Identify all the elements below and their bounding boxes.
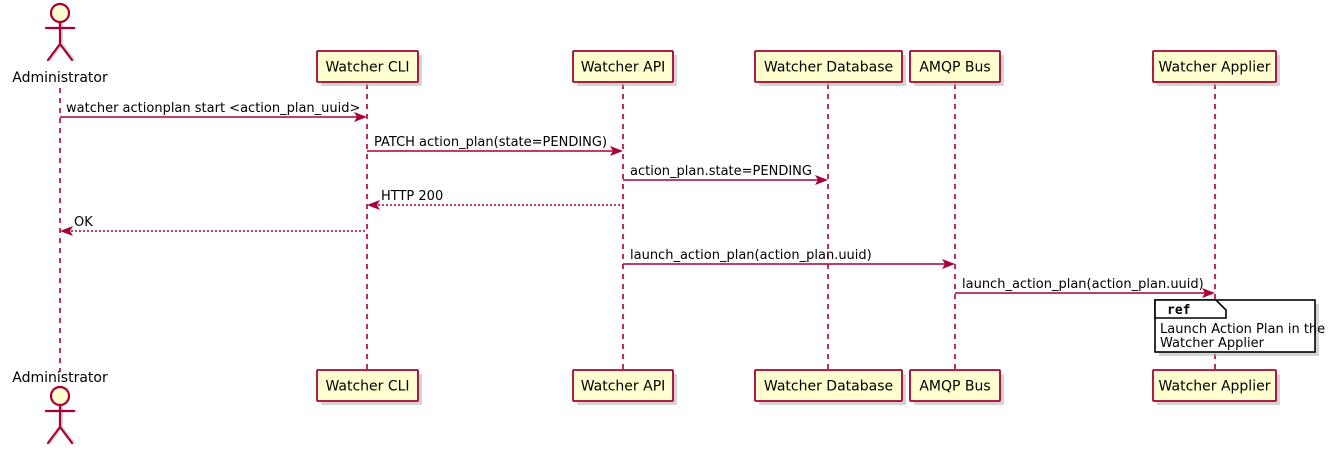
participant-label-watcher-database-top: Watcher Database [764,60,893,76]
participant-box-amqp-bus-top[interactable]: AMQP Bus [909,50,1004,86]
ref-fragment[interactable]: ref Launch Action Plan in the Watcher Ap… [1154,299,1325,356]
box-rect [572,50,674,83]
participant-label-watcher-cli-bottom: Watcher CLI [325,379,409,395]
ref-tab-shape [1154,299,1227,319]
participant-label-watcher-api-bottom: Watcher API [581,379,666,395]
message-7-arrowhead-icon [1202,288,1215,298]
message-1-watcher-actionplan-start[interactable]: watcher actionplan start <action_plan_uu… [60,101,367,122]
participant-box-watcher-cli-bottom[interactable]: Watcher CLI [316,369,422,405]
participant-label-watcher-api-top: Watcher API [581,60,666,76]
lifelines [59,84,1216,372]
box-rect [909,50,1001,83]
message-3-arrowhead-icon [815,175,828,185]
message-5-label: OK [74,215,93,230]
message-2-arrowhead-icon [610,146,623,156]
message-2-patch-action-plan[interactable]: PATCH action_plan(state=PENDING) [367,135,623,156]
box-rect [754,50,903,83]
message-4-arrowhead-icon [367,200,380,210]
actor-label-administrator-top: Administrator [12,70,108,86]
box-rect [572,369,674,402]
participant-label-watcher-database-bottom: Watcher Database [764,379,893,395]
box-rect [316,50,419,83]
ref-body-line-1: Launch Action Plan in the [1160,322,1325,337]
message-4-label: HTTP 200 [381,189,443,204]
box-rect [1152,50,1277,83]
participant-box-watcher-api-top[interactable]: Watcher API [572,50,677,86]
actor-body-icon [44,403,76,445]
message-6-launch-action-plan-to-bus[interactable]: launch_action_plan(action_plan.uuid) [623,248,955,269]
actor-administrator-top[interactable]: Administrator [12,2,108,86]
participant-box-watcher-cli-top[interactable]: Watcher CLI [316,50,422,86]
participant-box-amqp-bus-bottom[interactable]: AMQP Bus [909,369,1004,405]
actor-body-icon [44,20,76,62]
message-6-arrowhead-icon [942,259,955,269]
participant-box-watcher-applier-bottom[interactable]: Watcher Applier [1152,369,1280,405]
ref-body-line-2: Watcher Applier [1160,336,1265,351]
message-5-ok[interactable]: OK [60,215,367,236]
participant-box-watcher-database-bottom[interactable]: Watcher Database [754,369,906,405]
actor-head-icon [49,385,71,407]
message-7-launch-action-plan-to-applier[interactable]: launch_action_plan(action_plan.uuid) [955,277,1215,298]
message-4-http-200[interactable]: HTTP 200 [367,189,623,210]
ref-tab-label: ref [1167,303,1190,318]
participant-label-watcher-applier-top: Watcher Applier [1159,60,1271,76]
participant-label-amqp-bus-bottom: AMQP Bus [919,379,990,395]
message-1-label: watcher actionplan start <action_plan_uu… [66,101,360,116]
participant-box-watcher-database-top[interactable]: Watcher Database [754,50,906,86]
message-6-label: launch_action_plan(action_plan.uuid) [630,248,872,263]
box-rect [1152,369,1277,402]
box-rect [754,369,903,402]
participant-label-watcher-applier-bottom: Watcher Applier [1159,379,1271,395]
message-1-arrowhead-icon [354,112,367,122]
actor-administrator-bottom[interactable]: Administrator [12,370,108,445]
message-2-label: PATCH action_plan(state=PENDING) [374,135,607,150]
message-5-arrowhead-icon [60,226,73,236]
participant-label-watcher-cli-top: Watcher CLI [325,60,409,76]
participant-label-amqp-bus-top: AMQP Bus [919,60,990,76]
message-3-label: action_plan.state=PENDING [630,164,812,179]
participant-box-watcher-api-bottom[interactable]: Watcher API [572,369,677,405]
box-rect [909,369,1001,402]
actor-label-administrator-bottom: Administrator [12,370,108,386]
actor-head-icon [49,2,71,24]
message-7-label: launch_action_plan(action_plan.uuid) [962,277,1204,292]
participant-box-watcher-applier-top[interactable]: Watcher Applier [1152,50,1280,86]
message-3-action-plan-state-pending[interactable]: action_plan.state=PENDING [623,164,828,185]
box-rect [316,369,419,402]
